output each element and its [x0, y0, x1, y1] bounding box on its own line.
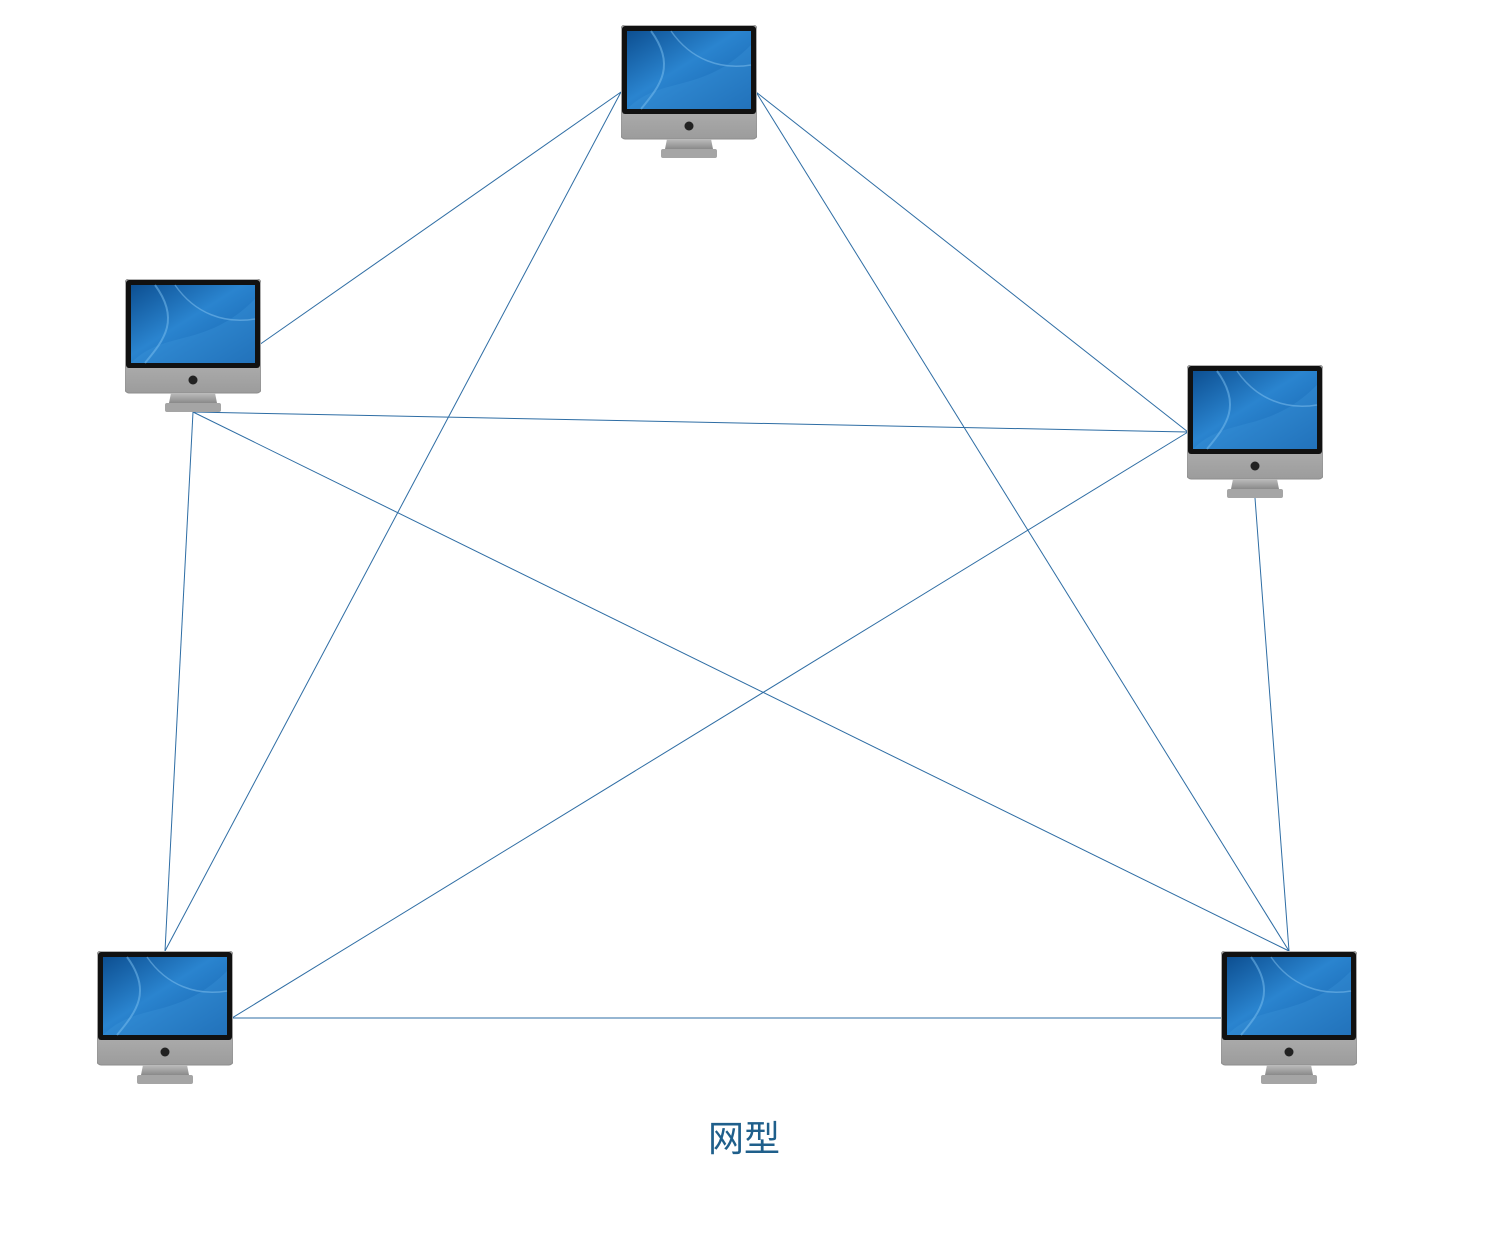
computer-bottom-left-imac-icon [97, 951, 233, 1085]
link-top-bottom-right [755, 91, 1290, 952]
link-left-right [192, 411, 1189, 433]
computer-left-imac-icon [125, 279, 261, 413]
computer-right-imac-icon [1187, 365, 1323, 499]
link-right-bottom-right [1254, 497, 1290, 952]
computer-bottom-right-imac-icon [1221, 951, 1357, 1085]
link-left-bottom-left [164, 411, 194, 952]
nodes-layer [97, 25, 1357, 1085]
diagram-caption: 网型 [707, 1119, 780, 1160]
link-top-right [755, 91, 1189, 433]
link-right-bottom-left [231, 431, 1189, 1019]
link-top-bottom-left [164, 91, 622, 952]
link-left-bottom-right [192, 411, 1290, 952]
computer-top-imac-icon [621, 25, 757, 159]
link-top-left [258, 91, 622, 346]
links-layer [164, 91, 1290, 1019]
